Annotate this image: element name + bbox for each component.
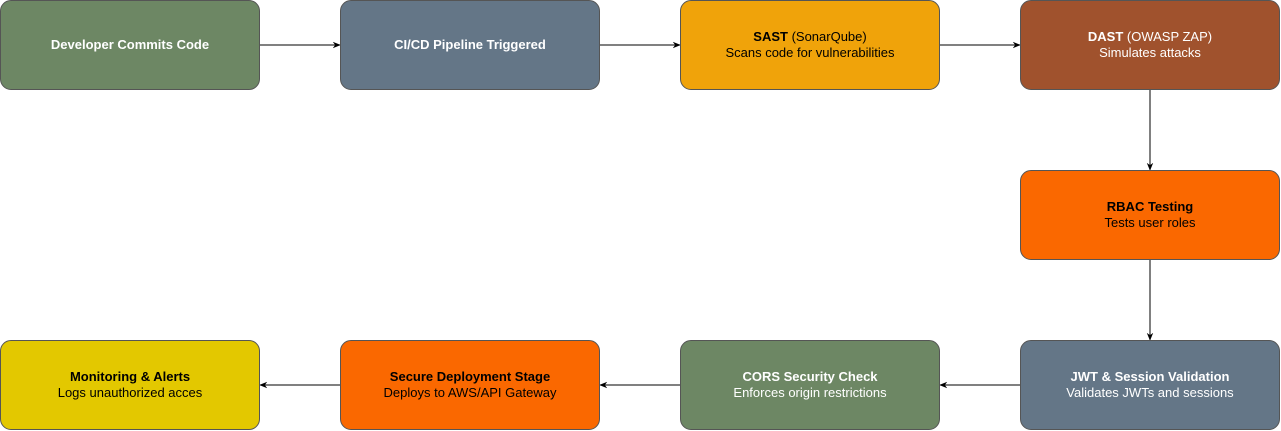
node-dast[interactable]: DAST (OWASP ZAP) Simulates attacks <box>1020 0 1280 90</box>
node-description: Validates JWTs and sessions <box>1066 385 1234 400</box>
node-description: Deploys to AWS/API Gateway <box>383 385 557 400</box>
node-description: Scans code for vulnerabilities <box>725 45 895 60</box>
node-title: SAST (SonarQube) <box>753 29 867 44</box>
node-title: RBAC Testing <box>1106 199 1194 214</box>
node-title: DAST (OWASP ZAP) <box>1087 29 1213 44</box>
node-sast[interactable]: SAST (SonarQube) Scans code for vulnerab… <box>680 0 940 90</box>
node-developer-commits-code[interactable]: Developer Commits Code <box>0 0 260 90</box>
node-description: Enforces origin restrictions <box>733 385 887 400</box>
node-title: CI/CD Pipeline Triggered <box>394 37 546 52</box>
node-jwt-session-validation[interactable]: JWT & Session Validation Validates JWTs … <box>1020 340 1280 430</box>
node-title: Developer Commits Code <box>50 37 210 52</box>
node-description: Simulates attacks <box>1099 45 1201 60</box>
node-secure-deployment-stage[interactable]: Secure Deployment Stage Deploys to AWS/A… <box>340 340 600 430</box>
node-monitoring-alerts[interactable]: Monitoring & Alerts Logs unauthorized ac… <box>0 340 260 430</box>
node-description: Tests user roles <box>1104 215 1196 230</box>
node-title: Secure Deployment Stage <box>389 369 551 384</box>
node-cicd-pipeline-triggered[interactable]: CI/CD Pipeline Triggered <box>340 0 600 90</box>
node-rbac-testing[interactable]: RBAC Testing Tests user roles <box>1020 170 1280 260</box>
node-description: Logs unauthorized acces <box>57 385 203 400</box>
node-cors-security-check[interactable]: CORS Security Check Enforces origin rest… <box>680 340 940 430</box>
node-title: Monitoring & Alerts <box>69 369 191 384</box>
node-title: JWT & Session Validation <box>1070 369 1230 384</box>
node-title: CORS Security Check <box>742 369 878 384</box>
